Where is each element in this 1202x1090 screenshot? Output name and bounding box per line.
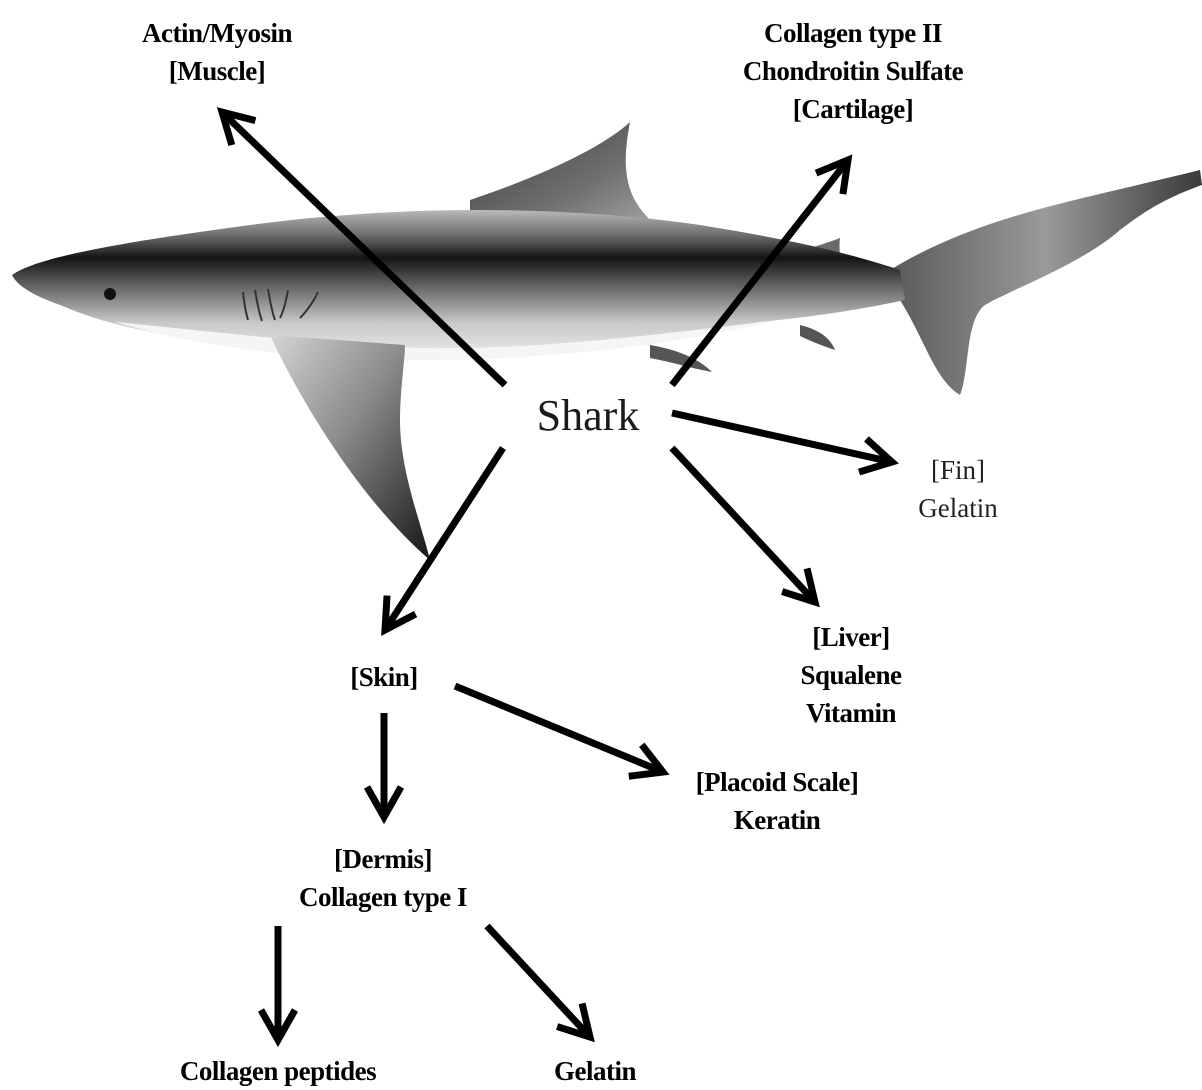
arrow-shark-to-liver <box>672 448 815 602</box>
fin-line-1: [Fin] <box>918 451 997 489</box>
arrow-skin-to-dermis <box>367 713 401 817</box>
gelatin-line-1: Gelatin <box>554 1052 636 1090</box>
node-muscle: Actin/Myosin [Muscle] <box>142 14 292 90</box>
skin-line-1: [Skin] <box>350 658 418 696</box>
collagen-peptides-line-1: Collagen peptides <box>180 1052 376 1090</box>
placoid-line-1: [Placoid Scale] <box>696 763 859 801</box>
dermis-line-2: Collagen type I <box>299 878 467 916</box>
arrow-dermis-to-collagen-peptides <box>261 926 295 1040</box>
cartilage-line-3: [Cartilage] <box>743 90 963 128</box>
arrow-shaft <box>672 448 813 600</box>
shark-tail-fin <box>890 170 1202 395</box>
liver-line-3: Vitamin <box>800 694 901 732</box>
cartilage-line-2: Chondroitin Sulfate <box>743 52 963 90</box>
node-dermis: [Dermis] Collagen type I <box>299 840 467 916</box>
arrow-shaft <box>487 926 588 1035</box>
muscle-line-2: [Muscle] <box>142 52 292 90</box>
node-liver: [Liver] Squalene Vitamin <box>800 618 901 732</box>
arrow-dermis-to-gelatin <box>487 926 590 1037</box>
dermis-line-1: [Dermis] <box>299 840 467 878</box>
arrow-shark-to-fin <box>672 413 892 472</box>
node-fin: [Fin] Gelatin <box>918 451 997 527</box>
node-collagen-peptides: Collagen peptides <box>180 1052 376 1090</box>
fin-line-2: Gelatin <box>918 489 997 527</box>
node-gelatin: Gelatin <box>554 1052 636 1090</box>
shark-illustration <box>12 122 1202 560</box>
liver-line-2: Squalene <box>800 656 901 694</box>
arrow-shaft <box>455 686 660 771</box>
cartilage-line-1: Collagen type II <box>743 14 963 52</box>
center-label: Shark <box>537 391 640 441</box>
arrow-skin-to-placoid-scale <box>455 686 663 776</box>
node-skin: [Skin] <box>350 658 418 696</box>
center-node: Shark <box>537 391 640 441</box>
liver-line-1: [Liver] <box>800 618 901 656</box>
arrow-shaft <box>672 413 889 461</box>
muscle-line-1: Actin/Myosin <box>142 14 292 52</box>
node-placoid-scale: [Placoid Scale] Keratin <box>696 763 859 839</box>
shark-pectoral-fin <box>270 335 430 560</box>
node-cartilage: Collagen type II Chondroitin Sulfate [Ca… <box>743 14 963 128</box>
placoid-line-2: Keratin <box>696 801 859 839</box>
shark-body <box>12 210 905 355</box>
shark-anal-fin <box>800 325 835 350</box>
shark-eye <box>104 288 116 300</box>
